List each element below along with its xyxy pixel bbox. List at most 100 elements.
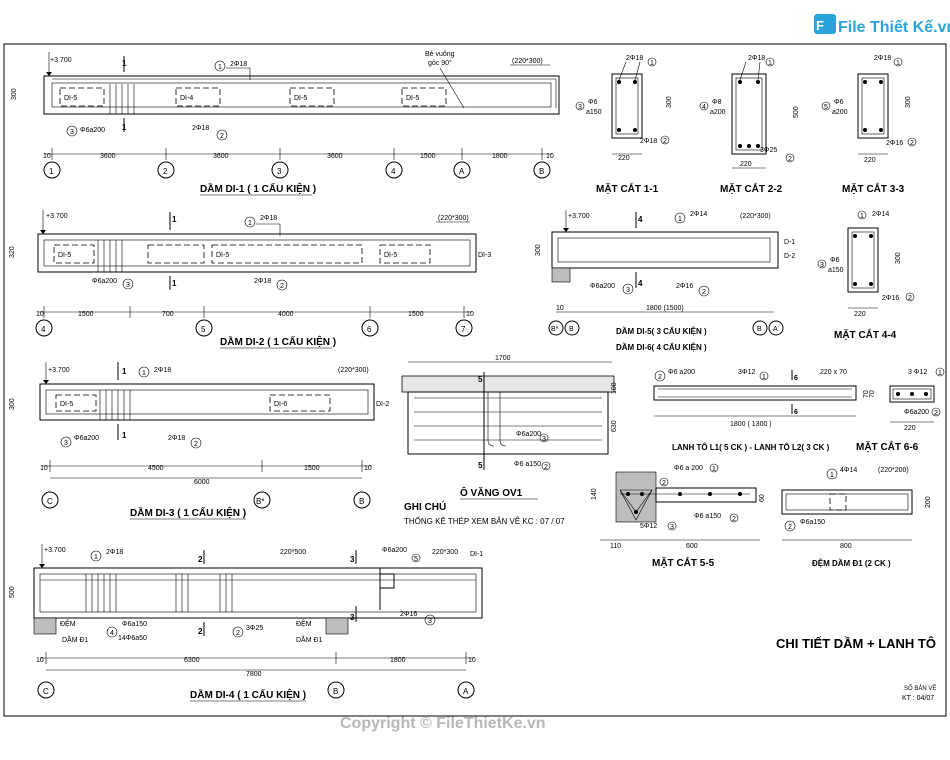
svg-text:Φ6a200: Φ6a200 xyxy=(382,547,407,554)
rebar-label: Φ6a200 xyxy=(74,435,99,442)
lintel-outline xyxy=(653,385,857,401)
section-6-6: 3 Φ12 1 70 Φ6a200 2 220 MẶT CẮT 6-6 xyxy=(856,367,945,453)
svg-text:4000: 4000 xyxy=(278,311,294,318)
svg-text:Φ6: Φ6 xyxy=(834,99,844,106)
svg-text:D-2: D-2 xyxy=(784,253,795,260)
svg-text:4: 4 xyxy=(41,325,46,334)
notes-block: GHI CHÚ THỐNG KÊ THÉP XEM BẢN VẼ KC : 07… xyxy=(404,500,565,526)
svg-text:1: 1 xyxy=(218,64,222,71)
svg-text:6: 6 xyxy=(794,375,798,382)
svg-text:10: 10 xyxy=(40,465,48,472)
svg-text:220: 220 xyxy=(740,161,752,168)
beam-size: (220*300) xyxy=(512,58,543,65)
svg-text:2: 2 xyxy=(788,524,792,531)
svg-text:2: 2 xyxy=(544,464,548,471)
svg-text:3: 3 xyxy=(626,287,630,294)
svg-text:1: 1 xyxy=(938,370,942,377)
axis-marker xyxy=(548,320,564,336)
svg-text:2: 2 xyxy=(934,410,938,417)
axis-marker xyxy=(455,319,473,337)
svg-text:Φ6: Φ6 xyxy=(830,257,840,264)
beam-di-4: 2 2 3 3 +3.700 500 1 2Φ18 220*500 Φ6a200… xyxy=(9,544,483,702)
svg-text:6000: 6000 xyxy=(194,479,210,486)
svg-text:4: 4 xyxy=(391,167,396,176)
section-outline xyxy=(611,73,643,139)
svg-text:10: 10 xyxy=(546,153,554,160)
svg-text:300: 300 xyxy=(535,244,542,256)
section-outline xyxy=(889,385,935,403)
svg-text:6: 6 xyxy=(794,409,798,416)
rebar-label: Φ6a200 xyxy=(80,127,105,134)
beam-label: DI-6 xyxy=(274,401,287,408)
beam-label: DI-5 xyxy=(58,252,71,259)
beam-outline xyxy=(33,567,483,619)
svg-text:3: 3 xyxy=(277,167,282,176)
svg-text:4: 4 xyxy=(702,104,706,111)
axis-marker xyxy=(453,161,471,179)
beam-label: DI-5 xyxy=(406,95,419,102)
svg-text:5Φ12: 5Φ12 xyxy=(640,523,657,530)
section-title: MẶT CẮT 3-3 xyxy=(842,182,905,195)
svg-text:B: B xyxy=(757,326,762,333)
level-mark: +3.700 xyxy=(50,57,72,64)
svg-text:70: 70 xyxy=(869,390,876,398)
beam-title: DẦM DI-5( 3 CẤU KIỆN ) xyxy=(616,326,707,336)
svg-text:Φ6 a200: Φ6 a200 xyxy=(668,369,695,376)
svg-text:2: 2 xyxy=(198,555,203,564)
svg-text:2: 2 xyxy=(163,167,168,176)
rebar-label: Φ6a200 xyxy=(92,278,117,285)
rebar-label: 2Φ16 xyxy=(676,283,693,290)
svg-text:B: B xyxy=(359,497,364,506)
svg-text:110: 110 xyxy=(610,543,621,550)
axis-marker xyxy=(361,319,379,337)
level-mark: +3.700 xyxy=(568,213,590,220)
rebar-label: 2Φ18 xyxy=(106,549,123,556)
sheet-number: KT : 04/07 xyxy=(902,695,934,702)
svg-text:3: 3 xyxy=(64,440,68,447)
svg-text:220: 220 xyxy=(854,311,866,318)
rebar-label: 2Φ18 xyxy=(192,125,209,132)
axis-marker xyxy=(41,491,59,509)
svg-text:2: 2 xyxy=(910,140,914,147)
beam-pad-d1: 1 4Φ14 (220*200) 2 Φ6a150 200 800 ĐỆM DẦ… xyxy=(781,467,932,568)
beam-label: DI-5 xyxy=(64,95,77,102)
svg-text:2: 2 xyxy=(662,480,666,487)
lintel-l1-l2: 2 Φ6 a200 3Φ12 1 220 x 70 6 6 70 1800 ( … xyxy=(653,369,870,452)
svg-text:2Φ16: 2Φ16 xyxy=(886,140,903,147)
svg-text:6300: 6300 xyxy=(184,657,200,664)
svg-text:DI-1: DI-1 xyxy=(470,551,483,558)
section-1-1: 2Φ18 1 3 Φ6 a150 2Φ18 2 300 220 MẶT CẮT … xyxy=(575,55,673,195)
svg-text:A: A xyxy=(773,326,778,333)
section-outline xyxy=(857,73,889,139)
svg-text:2: 2 xyxy=(198,627,203,636)
beam-rebar-cage xyxy=(43,239,471,267)
svg-text:5: 5 xyxy=(824,104,828,111)
axis-marker xyxy=(533,161,551,179)
svg-text:(220*200): (220*200) xyxy=(878,467,909,474)
svg-text:1500: 1500 xyxy=(420,153,436,160)
section-title: MẶT CẮT 5-5 xyxy=(652,556,715,569)
svg-text:1: 1 xyxy=(172,215,177,224)
svg-text:7: 7 xyxy=(461,325,466,334)
axis-marker xyxy=(271,161,289,179)
beam-label: DI-5 xyxy=(294,95,307,102)
svg-text:300: 300 xyxy=(666,96,673,108)
svg-text:2Φ18: 2Φ18 xyxy=(640,138,657,145)
beam-outline xyxy=(37,233,477,273)
beam-height: 300 xyxy=(11,88,18,100)
svg-text:1: 1 xyxy=(678,216,682,223)
svg-text:1: 1 xyxy=(712,466,716,473)
svg-text:300: 300 xyxy=(895,252,902,264)
svg-text:B: B xyxy=(539,167,544,176)
svg-text:3: 3 xyxy=(820,262,824,269)
svg-text:4: 4 xyxy=(638,279,643,288)
svg-text:14Φ6a50: 14Φ6a50 xyxy=(118,635,147,642)
notes-title: GHI CHÚ xyxy=(404,500,446,513)
svg-text:1: 1 xyxy=(122,367,127,376)
svg-text:4: 4 xyxy=(638,215,643,224)
svg-text:3600: 3600 xyxy=(100,153,116,160)
beam-title: DẦM DI-3 ( 1 CẤU KIỆN ) xyxy=(130,506,246,519)
axis-marker xyxy=(327,681,345,699)
beam-label: DI-5 xyxy=(60,401,73,408)
beam-di-1: DI-5 DI-4 DI-5 DI-5 1 1 +3.700 300 1 2Φ1… xyxy=(11,51,560,196)
